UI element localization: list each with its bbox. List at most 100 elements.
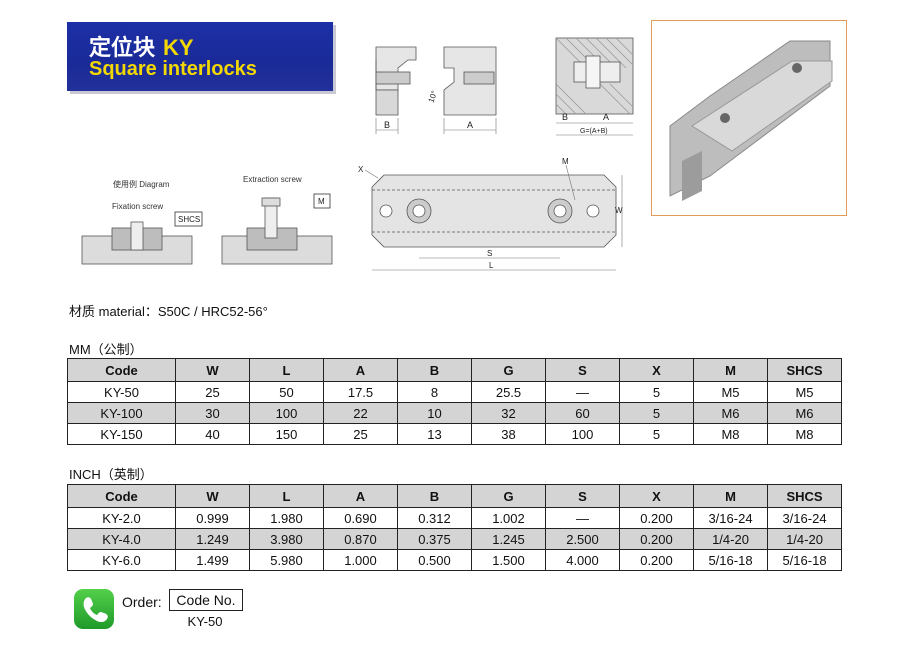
cell: 1.000: [323, 549, 398, 571]
title-en: Square interlocks: [89, 58, 257, 80]
inch-header-row: Code W L A B G S X M SHCS: [67, 484, 842, 508]
col-header: M: [693, 484, 768, 508]
cell: 1.002: [471, 507, 546, 529]
shcs-label: SHCS: [178, 215, 200, 224]
dim-B-2: B: [562, 112, 568, 122]
cell: 10: [397, 402, 472, 424]
col-header: M: [693, 358, 768, 382]
cell: 1/4-20: [693, 528, 768, 550]
code-no-box: Code No.: [169, 589, 243, 611]
col-header: A: [323, 358, 398, 382]
phone-icon[interactable]: [74, 589, 114, 629]
cell: 25.5: [471, 381, 546, 403]
cell: 17.5: [323, 381, 398, 403]
col-header: L: [249, 484, 324, 508]
cell: 100: [545, 423, 620, 445]
cell: 5/16-18: [693, 549, 768, 571]
cell: 1/4-20: [767, 528, 842, 550]
dim-G: G=(A+B): [580, 128, 608, 135]
cell: KY-6.0: [67, 549, 176, 571]
cell: M8: [767, 423, 842, 445]
cell: 0.312: [397, 507, 472, 529]
cell: 3.980: [249, 528, 324, 550]
cell: 5: [619, 423, 694, 445]
col-header: S: [545, 358, 620, 382]
fixation-label: Fixation screw: [112, 202, 163, 211]
col-header: L: [249, 358, 324, 382]
technical-drawing: B A 10° B A G=(A+B) X M W S L 使用例 Diagra…: [81, 37, 634, 271]
cell: 1.245: [471, 528, 546, 550]
cell: M6: [693, 402, 768, 424]
cell: KY-100: [67, 402, 176, 424]
dim-A-1: A: [467, 120, 473, 130]
col-header: W: [175, 484, 250, 508]
cell: 25: [175, 381, 250, 403]
cell: KY-150: [67, 423, 176, 445]
cell: 8: [397, 381, 472, 403]
order-label: Order:: [122, 594, 162, 610]
cell: 4.000: [545, 549, 620, 571]
col-header: Code: [67, 358, 176, 382]
col-header: Code: [67, 484, 176, 508]
col-header: S: [545, 484, 620, 508]
dim-A-2: A: [603, 112, 609, 122]
dim-M: M: [562, 157, 569, 166]
dim-L: L: [489, 261, 494, 270]
col-header: X: [619, 484, 694, 508]
col-header: B: [397, 358, 472, 382]
cell: 5: [619, 402, 694, 424]
cell: 100: [249, 402, 324, 424]
cell: 0.500: [397, 549, 472, 571]
material-spec: 材质 material：S50C / HRC52-56°: [69, 304, 268, 319]
cell: 13: [397, 423, 472, 445]
cell: —: [545, 507, 620, 529]
cell: 38: [471, 423, 546, 445]
col-header: G: [471, 484, 546, 508]
col-header: SHCS: [767, 358, 842, 382]
dim-S: S: [487, 249, 492, 258]
product-image: [651, 20, 847, 216]
cell: 40: [175, 423, 250, 445]
cell: 25: [323, 423, 398, 445]
col-header: B: [397, 484, 472, 508]
cell: 5.980: [249, 549, 324, 571]
col-header: W: [175, 358, 250, 382]
m-label: M: [318, 197, 325, 206]
col-header: SHCS: [767, 484, 842, 508]
dim-angle: 10°: [426, 89, 439, 103]
cell: —: [545, 381, 620, 403]
cell: 3/16-24: [693, 507, 768, 529]
cell: 0.375: [397, 528, 472, 550]
cell: KY-50: [67, 381, 176, 403]
col-header: A: [323, 484, 398, 508]
cell: 0.690: [323, 507, 398, 529]
cell: 1.249: [175, 528, 250, 550]
cell: 3/16-24: [767, 507, 842, 529]
cell: 1.980: [249, 507, 324, 529]
cell: 0.870: [323, 528, 398, 550]
cell: 5/16-18: [767, 549, 842, 571]
dim-X: X: [358, 165, 364, 174]
cell: M6: [767, 402, 842, 424]
cell: 1.500: [471, 549, 546, 571]
cell: M8: [693, 423, 768, 445]
inch-label: INCH（英制）: [69, 467, 153, 482]
cell: 5: [619, 381, 694, 403]
cell: 50: [249, 381, 324, 403]
dim-W: W: [615, 206, 623, 215]
cell: 150: [249, 423, 324, 445]
cell: KY-2.0: [67, 507, 176, 529]
cell: 1.499: [175, 549, 250, 571]
cell: 0.200: [619, 549, 694, 571]
dim-B-1: B: [384, 120, 390, 130]
cell: 22: [323, 402, 398, 424]
